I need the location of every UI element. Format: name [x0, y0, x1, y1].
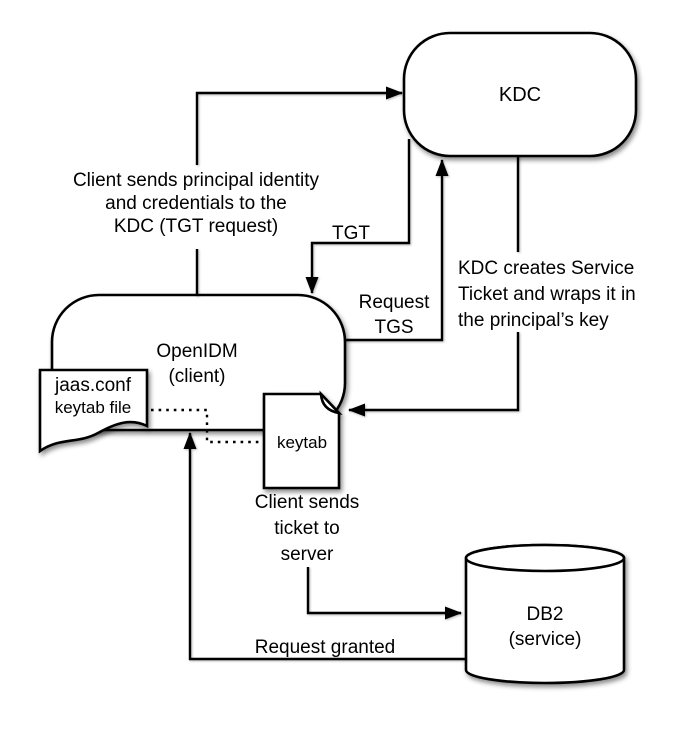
- kdc-node: [402, 31, 638, 158]
- kdc-label: KDC: [499, 84, 541, 106]
- arrow-request-tgs-to-kdc: [344, 159, 449, 342]
- arrow-service-ticket-to-keytab: [348, 332, 520, 417]
- service-ticket-annotation-line2: Ticket and wraps it in: [458, 284, 636, 305]
- db2-cylinder: [464, 543, 626, 685]
- tgt-label: TGT: [332, 223, 370, 244]
- request-tgs-label-line2: TGS: [374, 317, 413, 338]
- arrow-ticket-to-db2: [306, 567, 462, 620]
- request-granted-label: Request granted: [255, 637, 396, 658]
- request-tgs-label-line1: Request: [359, 292, 430, 313]
- keytab-file-document: [262, 390, 343, 490]
- db2-sublabel: (service): [509, 629, 582, 650]
- service-ticket-annotation-line1: KDC creates Service: [458, 258, 634, 279]
- keytab-folded-corner-icon: [319, 390, 343, 415]
- tgt-request-annotation-line1: Client sends principal identity: [73, 170, 320, 191]
- client-sends-ticket-annotation-line2: ticket to: [274, 518, 339, 539]
- jaas-conf-document: [38, 368, 149, 454]
- service-ticket-annotation-line3: the principal’s key: [458, 310, 609, 331]
- jaas-conf-sublabel: keytab file: [55, 398, 132, 417]
- db2-label: DB2: [527, 604, 564, 625]
- keytab-label: keytab: [277, 433, 327, 452]
- openidm-sublabel: (client): [168, 366, 225, 387]
- openidm-label: OpenIDM: [156, 341, 237, 362]
- arrow-client-to-kdc: [195, 86, 403, 165]
- db2-cylinder-rim: [464, 543, 626, 573]
- tgt-request-annotation-line3: KDC (TGT request): [114, 216, 278, 237]
- tgt-request-annotation-line2: and credentials to the: [105, 193, 287, 214]
- jaas-conf-label: jaas.conf: [54, 375, 132, 396]
- arrow-request-granted-to-openidm: [183, 432, 466, 661]
- arrow-tgt-to-openidm: [305, 139, 411, 294]
- client-sends-ticket-annotation-line3: server: [281, 544, 334, 565]
- dotted-link-jaas-to-keytab: [151, 408, 261, 444]
- client-sends-ticket-annotation-line1: Client sends: [255, 492, 360, 513]
